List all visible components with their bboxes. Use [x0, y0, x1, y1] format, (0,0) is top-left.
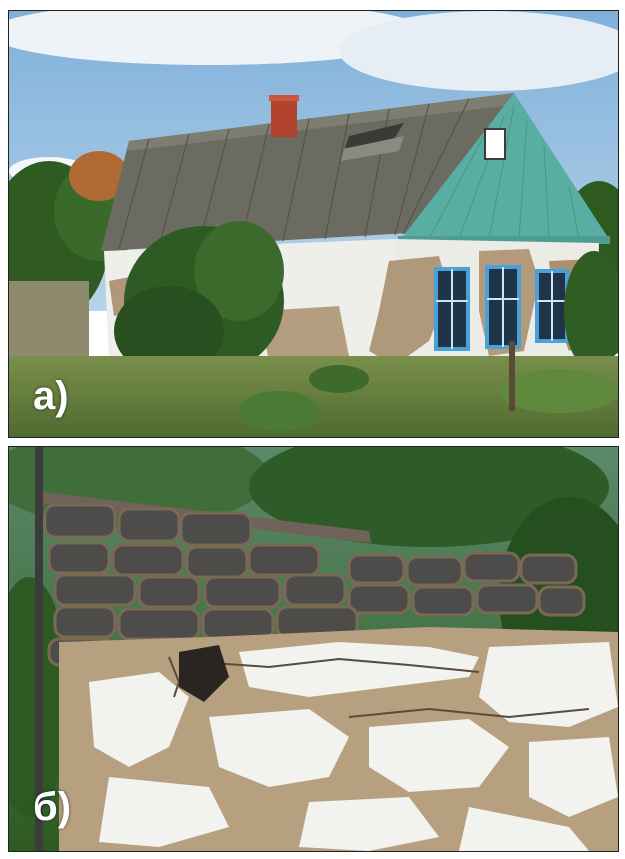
photo-panel-b: б) — [8, 446, 619, 852]
teal-gable — [401, 93, 609, 239]
wall-closeup-photo — [9, 447, 618, 851]
panel-label-b: б) — [33, 785, 72, 829]
roof-hatch — [345, 123, 404, 148]
house-photo — [9, 11, 618, 437]
gable-window — [484, 128, 506, 160]
chimney — [271, 97, 297, 137]
pole — [35, 447, 43, 851]
whitewash-flakes — [89, 642, 618, 851]
fence-post — [509, 341, 515, 411]
cloud — [9, 11, 429, 65]
window — [434, 265, 569, 351]
wall-hole — [179, 645, 229, 702]
panel-label-a: а) — [33, 374, 69, 418]
clay-patch — [369, 256, 449, 366]
adobe-bricks — [43, 503, 586, 667]
photo-panel-a: а) — [8, 10, 619, 438]
